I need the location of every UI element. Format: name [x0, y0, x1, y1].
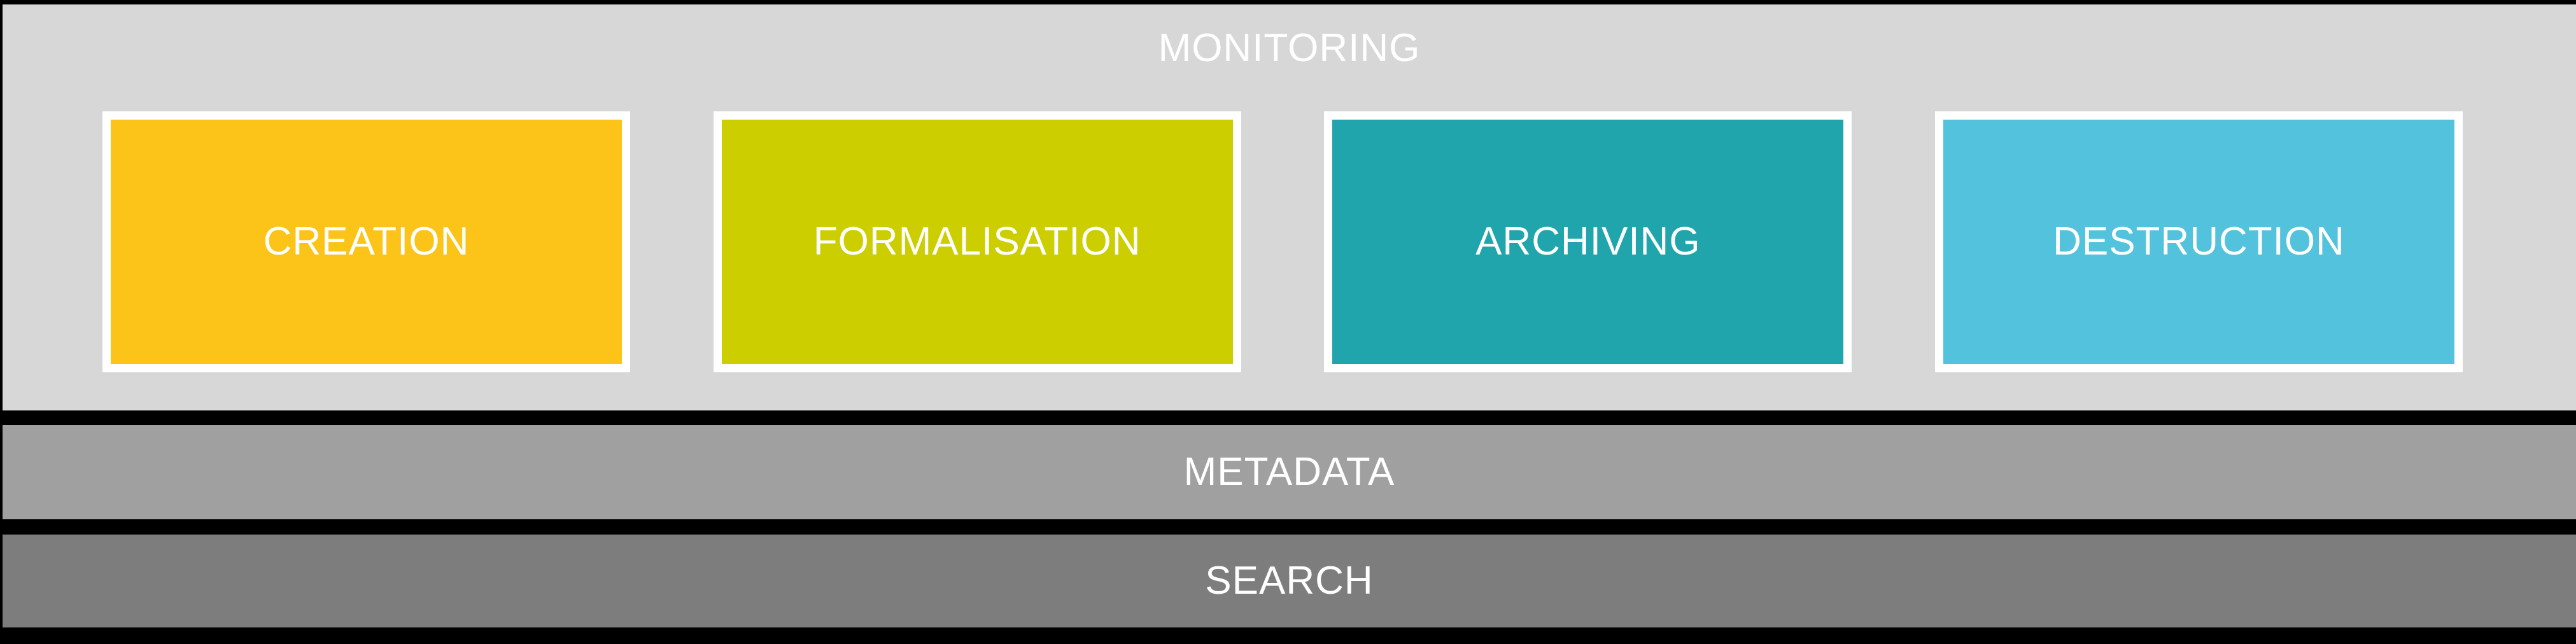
stage-box-archiving[interactable]: ARCHIVING: [1324, 111, 1852, 372]
stage-label-archiving: ARCHIVING: [1475, 220, 1701, 263]
stage-box-row: CREATION FORMALISATION ARCHIVING DESTRUC…: [102, 111, 2463, 381]
layer-label-search: SEARCH: [1205, 559, 1374, 603]
layer-bar-metadata[interactable]: METADATA: [3, 425, 2576, 519]
monitoring-title: MONITORING: [1158, 26, 1421, 70]
stage-box-creation[interactable]: CREATION: [102, 111, 630, 372]
layer-bar-search[interactable]: SEARCH: [3, 535, 2576, 627]
stage-box-formalisation[interactable]: FORMALISATION: [713, 111, 1241, 372]
stage-label-creation: CREATION: [263, 220, 470, 263]
stage-box-destruction[interactable]: DESTRUCTION: [1934, 111, 2463, 372]
stage-label-destruction: DESTRUCTION: [2053, 220, 2345, 263]
monitoring-band: MONITORING CREATION FORMALISATION ARCHIV…: [3, 4, 2576, 410]
stage-label-formalisation: FORMALISATION: [813, 220, 1141, 263]
layer-label-metadata: METADATA: [1183, 450, 1395, 494]
